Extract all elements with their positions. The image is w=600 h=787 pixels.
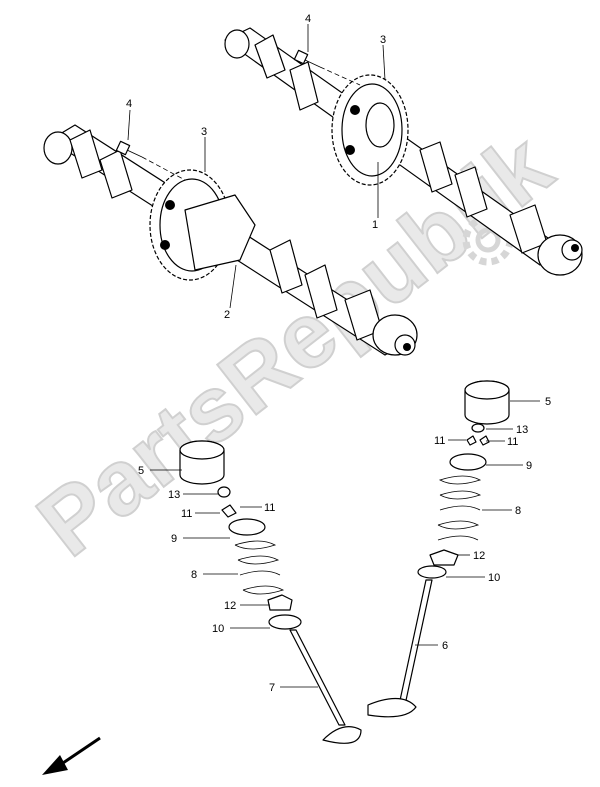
callout-9-right: 9	[526, 460, 532, 472]
callout-7: 7	[269, 682, 275, 694]
callout-10-left: 10	[212, 623, 224, 635]
callout-11-right-a: 11	[434, 435, 445, 447]
callout-13-left: 13	[168, 489, 180, 501]
valve-assembly-right	[367, 380, 510, 718]
callout-4-lower: 4	[126, 98, 132, 110]
callout-8-right: 8	[515, 505, 521, 517]
callout-5-right: 5	[545, 396, 551, 408]
arrow-down-left-icon	[42, 736, 101, 775]
callout-13-right: 13	[516, 424, 528, 436]
callout-2: 2	[224, 309, 230, 321]
callout-4-upper: 4	[305, 13, 311, 25]
callout-12-left: 12	[224, 600, 236, 612]
callout-11-right-b: 11	[507, 436, 518, 448]
callout-3-lower: 3	[201, 126, 207, 138]
callout-10-right: 10	[488, 572, 500, 584]
callout-12-right: 12	[473, 550, 485, 562]
callout-9-left: 9	[171, 533, 177, 545]
callout-5-left: 5	[138, 465, 144, 477]
callout-8-left: 8	[191, 569, 197, 581]
callout-11-left-b: 11	[264, 502, 275, 514]
callout-1: 1	[372, 219, 378, 231]
cam-sprocket-lower	[149, 169, 256, 281]
cam-sprocket-upper	[331, 74, 409, 186]
valve-assembly-left	[179, 440, 362, 744]
callout-labels: 1 2 3 3 4 4 5 5 6 7 8 8 9 9 10 10 11 11 …	[126, 13, 551, 694]
watermark: PartsRepublik	[19, 113, 572, 577]
watermark-text: PartsRepublik	[20, 114, 571, 576]
sprocket-bolt-upper	[293, 49, 361, 86]
leader-lines	[127, 24, 540, 688]
sprocket-bolt-lower	[115, 140, 186, 181]
callout-11-left-a: 11	[181, 508, 192, 520]
callout-6: 6	[442, 640, 448, 652]
callout-3-upper: 3	[380, 34, 386, 46]
